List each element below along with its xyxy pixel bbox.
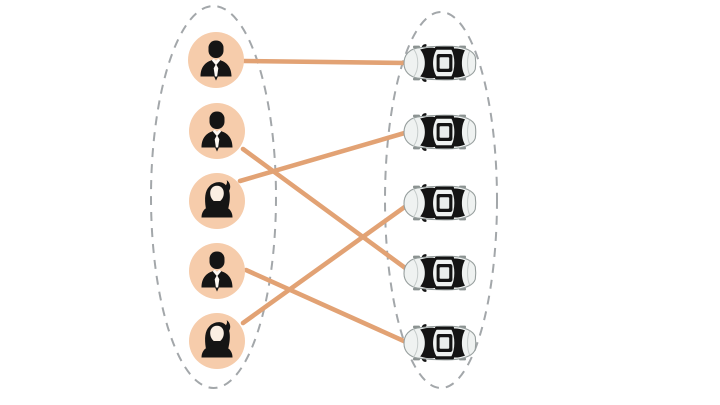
car-icon	[403, 113, 477, 151]
edge-p3-c2	[237, 129, 411, 184]
cars-set-ellipse	[384, 11, 498, 389]
person-node-p3	[189, 173, 245, 229]
car-node-c4	[403, 254, 477, 292]
person-node-p1	[188, 32, 244, 88]
car-node-c5	[403, 324, 477, 362]
car-node-c1	[403, 44, 477, 82]
car-icon	[403, 324, 477, 362]
car-icon	[403, 44, 477, 82]
car-node-c2	[403, 113, 477, 151]
edge-p2-c4	[240, 146, 411, 273]
edge-p1-c1	[241, 58, 411, 66]
car-icon	[403, 184, 477, 222]
person-node-p2	[189, 103, 245, 159]
car-node-c3	[403, 184, 477, 222]
person-node-p5	[189, 313, 245, 369]
car-icon	[403, 254, 477, 292]
male-user-icon	[201, 111, 233, 152]
female-user-icon	[201, 180, 233, 218]
edge-p4-c5	[243, 267, 409, 345]
female-user-icon	[201, 320, 233, 358]
people-set-ellipse	[150, 5, 277, 389]
edge-p5-c3	[240, 203, 409, 326]
male-user-icon	[201, 251, 233, 292]
person-node-p4	[189, 243, 245, 299]
male-user-icon	[200, 40, 232, 81]
